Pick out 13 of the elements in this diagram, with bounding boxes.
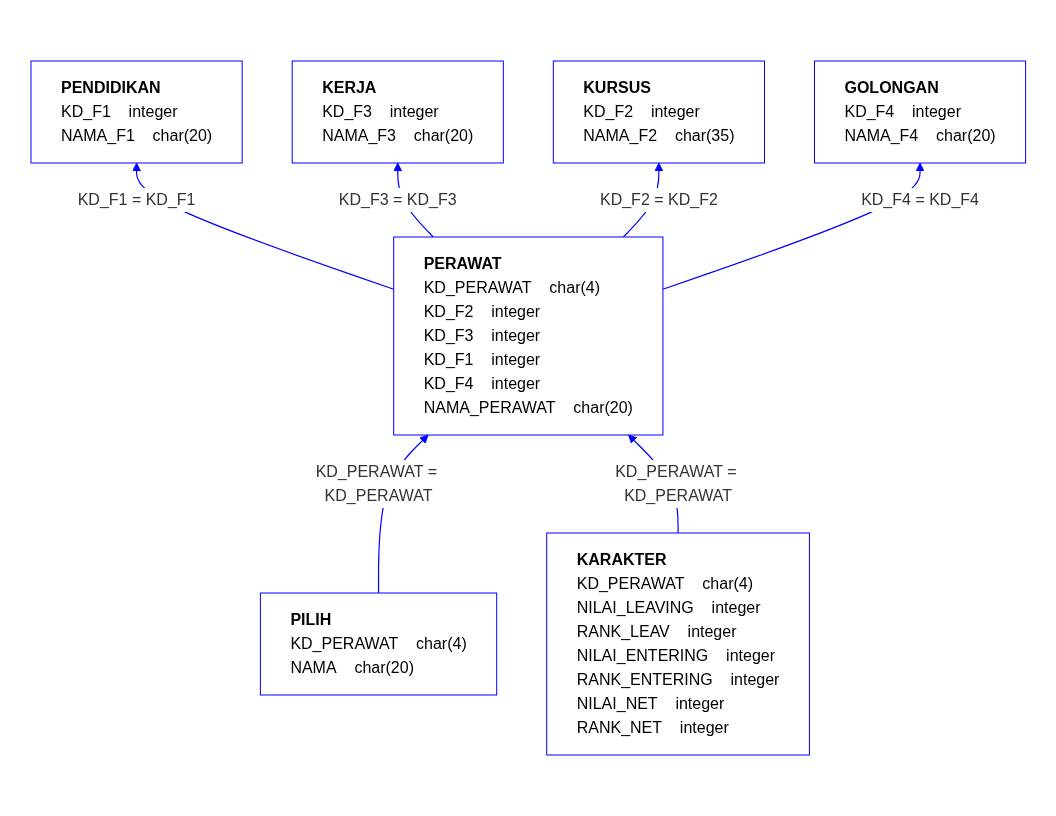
edge-label: KD_F2 = KD_F2	[599, 191, 718, 208]
edge-label: KD_PERAWAT = KD_PERAWAT	[315, 463, 437, 504]
node-box: PERAWAT KD_PERAWAT char(4) KD_F2 integer KD_F3 integer KD_F1 integer KD_F4 integer NAMA_PERAWAT char(20)	[392, 236, 664, 436]
node-box: KERJA KD_F3 integer NAMA_F3 char(20)	[291, 60, 504, 164]
edge-label: KD_F4 = KD_F4	[860, 191, 979, 208]
node-box: KARAKTER KD_PERAWAT char(4) NILAI_LEAVING integer RANK_LEAV integer NILAI_ENTERING integer RANK_ENTERING integer NILAI_NET integer RANK_NET integer	[545, 532, 810, 756]
edge-label: KD_F1 = KD_F1	[77, 191, 196, 208]
node-box: KURSUS KD_F2 integer NAMA_F2 char(35)	[552, 60, 765, 164]
edge-label: KD_PERAWAT = KD_PERAWAT	[614, 463, 737, 504]
edge-label: KD_F3 = KD_F3	[338, 191, 457, 208]
node-box: GOLONGAN KD_F4 integer NAMA_F4 char(20)	[813, 60, 1026, 164]
node-box: PENDIDIKAN KD_F1 integer NAMA_F1 char(20)	[30, 60, 243, 164]
node-box: PILIH KD_PERAWAT char(4) NAMA char(20)	[259, 592, 497, 696]
